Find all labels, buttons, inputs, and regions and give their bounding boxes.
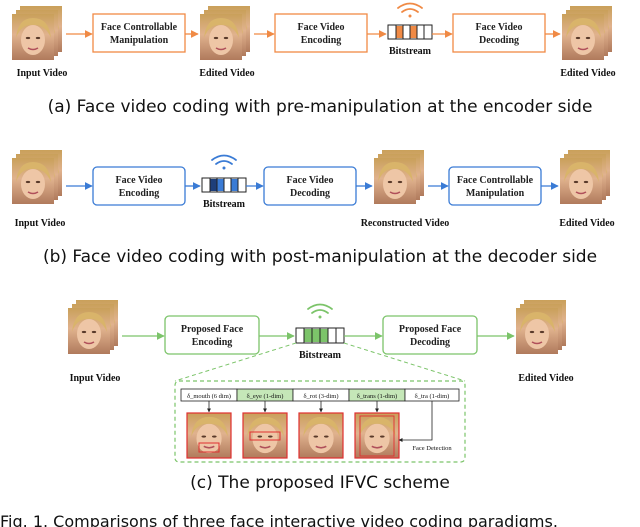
bitstream-label-a: Bitstream [389, 46, 432, 57]
input-video-stack-b [12, 150, 62, 204]
face-detection-arrow [398, 401, 433, 442]
reconstructed-video-stack-b [374, 150, 424, 204]
face-thumb-4 [354, 412, 400, 459]
edited-video-stack-a [200, 6, 250, 60]
face-thumb-2 [242, 412, 288, 459]
field-eye-label: δ_eye (1-dim) [247, 393, 284, 400]
input-video-stack-c [68, 300, 118, 354]
box-encoding-c [164, 315, 260, 355]
bitstream-bar-c [295, 327, 345, 344]
box-decoding-c-line2: Decoding [410, 337, 450, 348]
wifi-icon-a [397, 2, 423, 18]
panel-c: Input Video Proposed Face Encoding Bitst… [68, 300, 574, 493]
box-encoding-a-line2: Encoding [301, 35, 342, 46]
input-video-label-c: Input Video [70, 373, 121, 384]
edited-video-label-a: Edited Video [199, 68, 254, 79]
box-decoding-a-line1: Face Video [476, 22, 523, 33]
box-encoding-a-line1: Face Video [298, 22, 345, 33]
wifi-icon-b [211, 154, 237, 170]
zoom-line-right [343, 342, 466, 382]
bitstream-label-c: Bitstream [299, 350, 342, 361]
box-manipulation-a [92, 13, 186, 53]
caption-c: (c) The proposed IFVC scheme [190, 473, 450, 493]
input-video-label-b: Input Video [15, 218, 66, 229]
edited-video-label-b: Edited Video [559, 218, 614, 229]
box-decoding-c-line1: Proposed Face [399, 324, 462, 335]
bitstream-bar-a [387, 24, 433, 40]
field-mouth-label: δ_mouth (6 dim) [187, 393, 231, 400]
box-decoding-b [263, 166, 357, 206]
input-video-label-a: Input Video [17, 68, 68, 79]
panel-b: Input Video Face Video Encoding Bitstrea… [12, 150, 615, 267]
face-detection-label: Face Detection [412, 445, 452, 452]
field-row: δ_mouth (6 dim) δ_eye (1-dim) δ_rot (3-d… [180, 388, 460, 402]
figure-caption: Fig. 1. Comparisons of three face intera… [0, 512, 558, 527]
caption-b: (b) Face video coding with post-manipula… [43, 247, 597, 267]
box-encoding-a [274, 13, 368, 53]
box-decoding-b-line1: Face Video [287, 175, 334, 186]
field-rot-label: δ_rot (3-dim) [303, 393, 338, 400]
box-encoding-b-line1: Face Video [116, 175, 163, 186]
field-tra-label: δ_tra (1-dim) [415, 393, 450, 400]
edited-video-stack-a2 [562, 6, 612, 60]
box-manipulation-b-line1: Face Controllable [457, 175, 534, 186]
bitstream-bar-b [201, 177, 247, 193]
edited-video-stack-b [560, 150, 610, 204]
box-decoding-b-line2: Decoding [290, 188, 330, 199]
field-trans-label: δ_trans (1-dim) [357, 393, 397, 400]
reconstructed-video-label-b: Reconstructed Video [361, 218, 450, 229]
box-encoding-b [92, 166, 186, 206]
face-thumb-1 [186, 412, 232, 459]
caption-a: (a) Face video coding with pre-manipulat… [48, 97, 593, 117]
edited-video-label-c: Edited Video [518, 373, 573, 384]
edited-video-label-a2: Edited Video [560, 68, 615, 79]
box-encoding-c-line1: Proposed Face [181, 324, 244, 335]
input-video-stack-a [12, 6, 62, 60]
box-decoding-a [452, 13, 546, 53]
box-manipulation-a-line1: Face Controllable [101, 22, 178, 33]
box-decoding-a-line2: Decoding [479, 35, 519, 46]
box-manipulation-b [448, 166, 542, 206]
face-thumb-3 [298, 412, 344, 459]
zoom-line-left [174, 342, 297, 382]
wifi-icon-c [307, 303, 333, 319]
panel-a: Input Video Face Controllable Manipulati… [12, 2, 616, 117]
box-encoding-b-line2: Encoding [119, 188, 160, 199]
box-decoding-c [382, 315, 478, 355]
box-encoding-c-line2: Encoding [192, 337, 233, 348]
box-manipulation-b-line2: Manipulation [466, 188, 525, 199]
box-manipulation-a-line2: Manipulation [110, 35, 169, 46]
edited-video-stack-c [516, 300, 566, 354]
bitstream-label-b: Bitstream [203, 199, 246, 210]
